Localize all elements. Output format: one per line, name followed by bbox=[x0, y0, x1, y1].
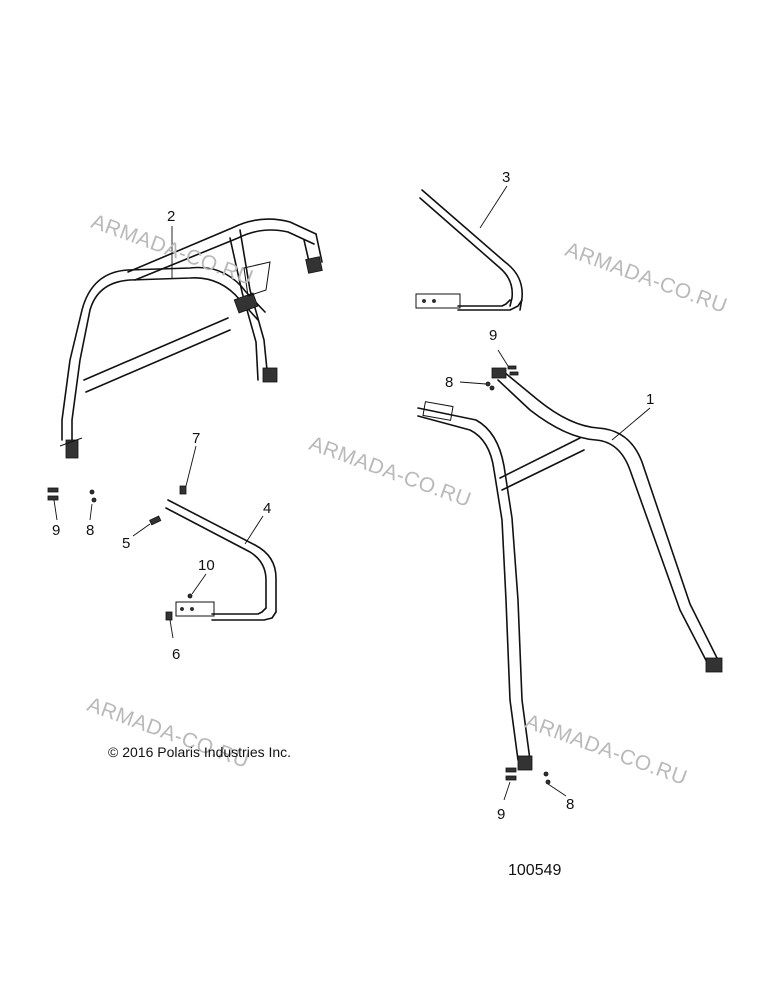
callout-1: 1 bbox=[646, 391, 655, 408]
leader-lines bbox=[53, 185, 651, 801]
callout-8: 8 bbox=[566, 796, 575, 813]
nut-8-left-a bbox=[89, 489, 95, 495]
part-3-bar bbox=[415, 189, 523, 311]
bolt-9-left-a bbox=[47, 487, 59, 493]
callout-7: 7 bbox=[192, 430, 201, 447]
callout-8: 8 bbox=[86, 522, 95, 539]
document-number: 100549 bbox=[508, 862, 562, 879]
bolt-9-top-a bbox=[507, 365, 517, 370]
fastener-10 bbox=[187, 593, 193, 599]
fasteners bbox=[47, 365, 551, 785]
callout-8: 8 bbox=[445, 374, 454, 391]
callout-9: 9 bbox=[489, 327, 498, 344]
part-4-bar bbox=[165, 499, 277, 621]
part-1-cage-frame bbox=[417, 367, 723, 771]
callout-9: 9 bbox=[497, 806, 506, 823]
pin-7 bbox=[179, 485, 187, 495]
callout-6: 6 bbox=[172, 646, 181, 663]
callout-10: 10 bbox=[198, 557, 215, 574]
nut-8-top-b bbox=[489, 385, 495, 391]
bolt-9-top-b bbox=[509, 371, 519, 376]
nut-8-bottom-a bbox=[543, 771, 549, 777]
callout-4: 4 bbox=[263, 500, 272, 517]
bolt-9-left-b bbox=[47, 495, 59, 501]
nut-8-left-b bbox=[91, 497, 97, 503]
callout-2: 2 bbox=[167, 208, 176, 225]
callout-9: 9 bbox=[52, 522, 61, 539]
bolt-9-bottom-a bbox=[505, 767, 517, 773]
copyright-text: © 2016 Polaris Industries Inc. bbox=[108, 744, 292, 760]
bolt-6 bbox=[165, 611, 173, 621]
bolt-9-bottom-b bbox=[505, 775, 517, 781]
nut-8-top-a bbox=[485, 381, 491, 387]
part-2-cage-frame bbox=[59, 218, 323, 459]
callout-3: 3 bbox=[502, 169, 511, 186]
bolt-5 bbox=[149, 515, 162, 526]
callout-5: 5 bbox=[122, 535, 131, 552]
nut-8-bottom-b bbox=[545, 779, 551, 785]
